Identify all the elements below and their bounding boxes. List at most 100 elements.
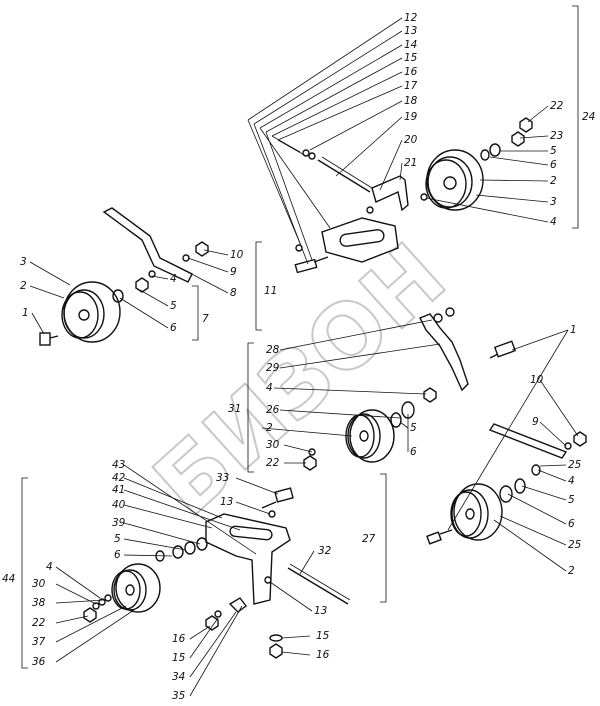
part-label: 4 — [568, 475, 575, 487]
part-label: 6 — [550, 159, 557, 171]
part-label: 41 — [112, 484, 125, 496]
slotted-plate — [321, 217, 399, 263]
pulley-center — [345, 409, 395, 463]
part-label: 17 — [404, 80, 418, 92]
part-label: 25 — [568, 459, 582, 471]
part-label: 3 — [550, 196, 557, 208]
left-assembly — [39, 207, 209, 346]
bracket-40 — [205, 513, 291, 605]
part-label: 42 — [112, 472, 126, 484]
bolt-33 — [274, 487, 294, 503]
part-label: 11 — [264, 285, 277, 297]
part-label: 6 — [568, 518, 575, 530]
part-label: 24 — [582, 111, 595, 123]
part-label: 15 — [172, 652, 186, 664]
part-number-labels: 12 13 14 15 16 17 18 19 20 21 22 23 5 6 … — [2, 12, 595, 702]
pulley-left — [61, 281, 121, 343]
part-label: 4 — [266, 382, 273, 394]
pulley-bottom-left — [111, 563, 161, 613]
part-label: 30 — [266, 439, 280, 451]
part-label: 15 — [316, 630, 330, 642]
part-label: 25 — [568, 539, 582, 551]
part-label: 5 — [410, 422, 417, 434]
bracket — [371, 175, 409, 212]
part-label: 5 — [550, 145, 557, 157]
nut — [511, 131, 525, 147]
part-label: 29 — [266, 362, 280, 374]
part-label: 8 — [230, 287, 237, 299]
part-label: 6 — [114, 549, 121, 561]
part-label: 18 — [404, 95, 418, 107]
part-label: 16 — [404, 66, 418, 78]
part-label: 5 — [568, 494, 575, 506]
part-label: 43 — [112, 459, 125, 471]
part-label: 2 — [550, 175, 557, 187]
stud — [317, 159, 371, 193]
part-label: 22 — [32, 617, 46, 629]
bolt-head — [420, 193, 428, 201]
part-label: 22 — [550, 100, 564, 112]
part-label: 6 — [170, 322, 177, 334]
washer — [489, 143, 501, 157]
part-label: 3 — [20, 256, 27, 268]
top-right-assembly — [294, 117, 533, 274]
bolt — [294, 258, 318, 274]
pulley-right — [450, 483, 503, 541]
lever — [102, 207, 193, 283]
bottom-left-assembly — [83, 487, 351, 659]
part-label: 44 — [2, 573, 15, 585]
part-label: 4 — [46, 561, 53, 573]
part-label: 13 — [314, 605, 327, 617]
part-label: 6 — [410, 446, 417, 458]
part-label: 20 — [404, 134, 418, 146]
part-label: 1 — [570, 324, 577, 336]
part-label: 1 — [22, 307, 29, 319]
part-label: 23 — [550, 130, 563, 142]
bolt-left — [39, 332, 51, 346]
part-label: 15 — [404, 52, 418, 64]
part-label: 40 — [112, 499, 126, 511]
part-label: 35 — [172, 690, 186, 702]
part-label: 12 — [404, 12, 418, 24]
part-label: 30 — [32, 578, 46, 590]
part-label: 36 — [32, 656, 46, 668]
nut — [135, 277, 149, 293]
part-label: 22 — [266, 457, 280, 469]
part-label: 5 — [170, 300, 177, 312]
part-label: 16 — [316, 649, 330, 661]
part-label: 19 — [404, 111, 418, 123]
nut — [423, 387, 437, 403]
part-label: 14 — [404, 39, 417, 51]
part-label: 27 — [362, 533, 376, 545]
part-label: 39 — [112, 517, 126, 529]
part-label: 31 — [228, 403, 241, 415]
part-label: 26 — [266, 404, 280, 416]
part-label: 2 — [568, 565, 575, 577]
part-label: 9 — [230, 266, 237, 278]
part-label: 9 — [532, 416, 539, 428]
part-label: 34 — [172, 671, 185, 683]
part-label: 7 — [202, 313, 209, 325]
part-label: 32 — [318, 545, 332, 557]
part-label: 2 — [20, 280, 27, 292]
leader-lines — [21, 5, 579, 697]
bar-25 — [488, 423, 568, 459]
part-label: 4 — [170, 273, 177, 285]
rod-32 — [287, 567, 349, 605]
part-label: 5 — [114, 533, 121, 545]
part-label: 16 — [172, 633, 186, 645]
part-label: 38 — [32, 597, 46, 609]
nut — [519, 117, 533, 133]
part-label: 13 — [220, 496, 233, 508]
bolt — [493, 340, 517, 358]
part-label: 13 — [404, 25, 417, 37]
pulley-top-right — [425, 149, 484, 211]
part-label: 21 — [404, 157, 417, 169]
part-label: 2 — [266, 422, 273, 434]
washer — [112, 289, 124, 303]
part-label: 37 — [32, 636, 46, 648]
part-label: 10 — [530, 374, 544, 386]
bracket-28 — [419, 313, 469, 392]
part-label: 4 — [550, 216, 557, 228]
